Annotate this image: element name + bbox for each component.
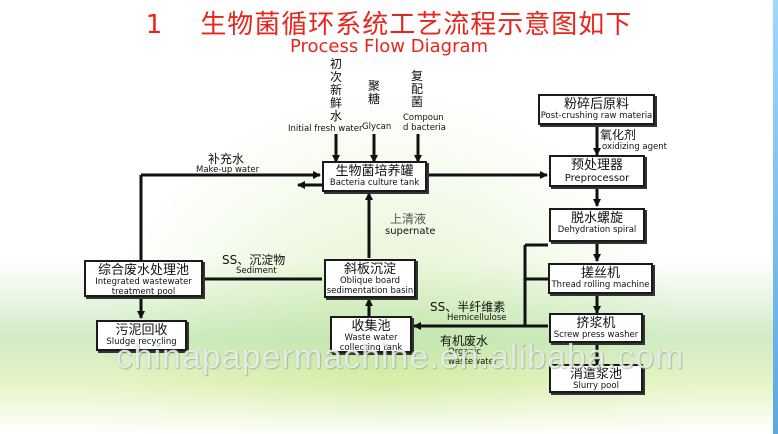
label-organic-cn: 有机废水 xyxy=(440,334,489,348)
title-chinese: 1 生物菌循环系统工艺流程示意图如下 xyxy=(145,10,633,40)
box-dehydration-spiral: 脱水螺旋 Dehydration spiral xyxy=(549,208,645,242)
box-label-cn: 斜板沉淀 xyxy=(343,262,396,277)
box-bacteria-culture-tank: 生物菌培养罐 Bacteria culture tank xyxy=(322,161,427,192)
box-label-en: Waste water collecting tank xyxy=(339,333,403,353)
label-sediment-en: Sediment xyxy=(236,266,277,276)
box-label-cn: 挤浆机 xyxy=(576,316,616,331)
label-sediment-cn: SS、沉淀物 xyxy=(222,253,286,267)
box-sludge-recycling: 污泥回收 Sludge recycling xyxy=(96,320,187,351)
label-supernate-en: supernate xyxy=(385,226,436,237)
box-preprocessor: 预处理器 Preprocessor xyxy=(549,155,645,187)
box-label-en: Dehydration spiral xyxy=(557,225,637,236)
box-label-en: Oblique board sedimentation basin xyxy=(326,276,414,296)
box-label-cn: 脱水螺旋 xyxy=(570,211,623,226)
label-hemicellulose-en: Hemicellulose xyxy=(447,313,507,323)
input-glycan-cn: 聚 糖 xyxy=(367,79,380,106)
watermark-text: chinapapermachine.en.alibaba.com xyxy=(115,338,685,376)
label-supernate-cn: 上清液 xyxy=(390,212,427,226)
box-screw-press-washer: 挤浆机 Screw press washer xyxy=(549,313,643,343)
box-label-en: Slurry pool xyxy=(573,381,619,392)
box-integrated-wastewater-pool: 综合废水处理池 Integrated wastewater treatment … xyxy=(84,260,203,297)
input-compound-en: Compoun d bacteria xyxy=(403,113,447,133)
box-label-cn: 消遣浆池 xyxy=(569,367,622,382)
label-organic-en: Organic wastewater xyxy=(448,347,498,367)
box-raw-material: 粉碎后原料 Post-crushing raw materia xyxy=(538,94,655,125)
label-hemicellulose-cn: SS、半纤维素 xyxy=(430,300,506,314)
box-label-cn: 污泥回收 xyxy=(115,323,168,338)
box-label-cn: 粉碎后原料 xyxy=(563,97,629,112)
box-label-cn: 搓丝机 xyxy=(580,266,620,281)
label-makeup-en: Make-up water xyxy=(196,165,260,175)
input-compound-cn: 复 配 菌 xyxy=(410,69,423,109)
title-english: Process Flow Diagram xyxy=(289,36,489,57)
box-label-cn: 生物菌培养罐 xyxy=(335,164,414,179)
slide-frame-edge xyxy=(773,0,778,434)
box-label-en: Integrated wastewater treatment pool xyxy=(95,277,192,297)
box-label-en: Thread rolling machine xyxy=(551,280,650,291)
box-label-en: Post-crushing raw materia xyxy=(540,111,653,122)
box-label-cn: 收集池 xyxy=(351,319,391,334)
input-glycan-en: Glycan xyxy=(362,122,392,132)
box-label-en: Screw press washer xyxy=(553,330,639,341)
input-fresh-water-cn: 初 次 新 鲜 水 xyxy=(329,57,342,123)
box-label-cn: 综合废水处理池 xyxy=(97,263,189,278)
box-oblique-board-sedimentation: 斜板沉淀 Oblique board sedimentation basin xyxy=(324,259,416,298)
box-label-cn: 预处理器 xyxy=(570,158,623,173)
box-label-en: Bacteria culture tank xyxy=(329,178,420,189)
box-label-en: Preprocessor xyxy=(564,173,630,185)
box-thread-rolling-machine: 搓丝机 Thread rolling machine xyxy=(548,263,653,294)
box-slurry-pool: 消遣浆池 Slurry pool xyxy=(549,364,643,393)
label-makeup-cn: 补充水 xyxy=(208,152,245,166)
box-label-en: Sludge recycling xyxy=(106,337,177,348)
label-oxidizing-cn: 氧化剂 xyxy=(600,128,637,142)
input-fresh-water-en: Initial fresh water xyxy=(288,124,363,134)
label-oxidizing-en: oxidizing agent xyxy=(602,142,667,152)
box-waste-water-collecting-tank: 收集池 Waste water collecting tank xyxy=(330,316,412,353)
